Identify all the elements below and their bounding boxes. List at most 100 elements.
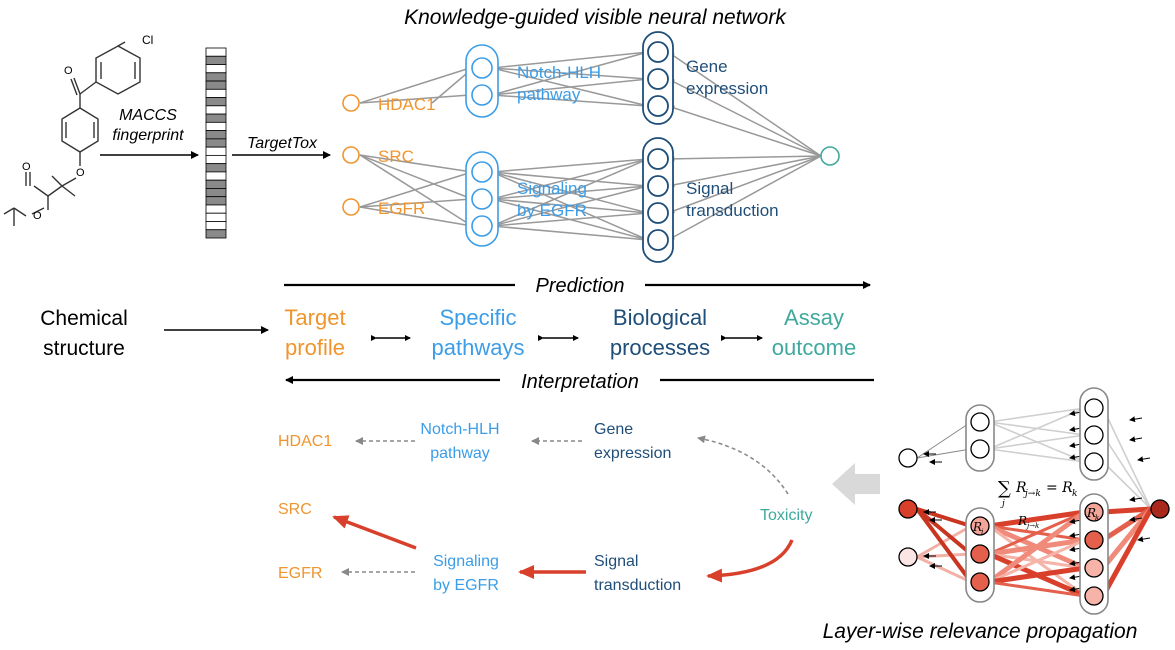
lrp-edge <box>988 580 1086 598</box>
network-edge <box>491 158 649 200</box>
fingerprint-bit <box>205 47 227 57</box>
network-edge <box>491 51 649 96</box>
pathway2-label-line2: by EGFR <box>517 201 587 220</box>
svg-text:j: j <box>1000 499 1005 509</box>
svg-text:= R: = R <box>1046 480 1073 496</box>
svg-text:j→k: j→k <box>1025 522 1039 530</box>
svg-text:j: j <box>979 528 984 536</box>
interp-src: SRC <box>278 501 312 518</box>
interp-gene-line2: expression <box>594 445 671 462</box>
pathway2-label-line1: Signaling <box>517 179 587 198</box>
fingerprint-bit <box>205 88 227 98</box>
lrp-edge <box>988 538 1086 584</box>
stage1-line2: profile <box>285 335 345 360</box>
interp-egfr: EGFR <box>278 565 322 582</box>
ester-oxygen-2: O <box>33 210 42 222</box>
lrp-edge <box>915 507 973 556</box>
lrp-arrow <box>1129 496 1143 503</box>
lrp-arrow <box>1129 436 1143 443</box>
lrp-edge <box>988 407 1086 423</box>
target-node-src <box>342 146 360 164</box>
lrp-edge <box>916 555 972 584</box>
target-node-egfr <box>342 198 360 216</box>
lrp-edge <box>988 407 1086 450</box>
fingerprint-bit <box>205 97 227 107</box>
process2-label-line1: Signal <box>686 179 733 198</box>
lrp-title: Layer-wise relevance propagation <box>823 620 1138 643</box>
fingerprint-bit <box>205 146 227 156</box>
pathway-capsule-notch <box>465 44 499 118</box>
interp-notch-line1: Notch-HLH <box>420 421 499 438</box>
lrp-edges <box>915 407 1154 599</box>
lrp-transfer-arrow <box>832 463 880 505</box>
stage2-line1: Specific <box>439 305 516 330</box>
prediction-label: Prediction <box>536 275 625 297</box>
network-edge <box>431 73 467 104</box>
output-node <box>820 146 840 166</box>
target-label-hdac1: HDAC1 <box>378 95 436 114</box>
lrp-rjk-label: R j→k <box>1017 514 1039 530</box>
input-label-line2: structure <box>43 337 125 360</box>
lrp-arrow <box>1129 416 1143 423</box>
fingerprint-bit <box>205 196 227 206</box>
network-edge <box>359 171 473 208</box>
lrp-edge <box>988 509 1086 529</box>
lrp-edge <box>1102 461 1152 510</box>
lrp-rj-label: R j <box>972 520 984 536</box>
fingerprint-bit <box>205 72 227 82</box>
fingerprint-bit <box>205 138 227 148</box>
input-label-line1: Chemical <box>40 307 128 330</box>
carbonyl-oxygen: O <box>64 65 73 77</box>
network-edge <box>491 94 649 107</box>
stage4-line1: Assay <box>784 305 844 330</box>
interp-signaling-line2: by EGFR <box>433 577 499 594</box>
target-label-egfr: EGFR <box>378 199 425 218</box>
interp-notch-line2: pathway <box>430 445 490 462</box>
lrp-edge <box>988 448 1086 463</box>
pathway1-label-line2: pathway <box>517 85 581 104</box>
lrp-arrow <box>1137 536 1151 543</box>
fingerprint-bit <box>205 105 227 115</box>
stage2-line2: pathways <box>432 335 525 360</box>
svg-text:R: R <box>1015 480 1027 496</box>
network-edge <box>667 155 822 160</box>
prediction-label-bg <box>515 270 645 298</box>
interp-gene-line1: Gene <box>594 421 633 438</box>
molecule-structure <box>3 41 141 226</box>
lrp-edge <box>1102 506 1152 515</box>
fingerprint-bit <box>205 212 227 222</box>
network-edge <box>491 78 649 96</box>
lrp-edge <box>916 421 972 459</box>
ester-oxygen-1: O <box>22 161 31 173</box>
network-title: Knowledge-guided visible neural network <box>404 6 787 29</box>
network-edge <box>491 212 649 227</box>
stage4-line2: outcome <box>772 335 856 360</box>
lrp-edge <box>915 507 973 584</box>
fingerprint-label-line2: fingerprint <box>112 127 184 144</box>
network-edge <box>359 154 473 200</box>
network-edge <box>667 51 822 157</box>
model-label: TargetTox <box>247 135 318 152</box>
network-edge <box>491 185 649 227</box>
interp-signal-line1: Signal <box>594 553 638 570</box>
lrp-edge <box>1102 407 1152 510</box>
fingerprint-bit <box>205 121 227 132</box>
fingerprint-bit <box>205 163 227 173</box>
pathway1-label-line1: Notch-HLH <box>517 63 601 82</box>
network-edge <box>667 155 822 187</box>
lrp-edge <box>1102 434 1152 510</box>
process-capsule-signal-transduction <box>642 137 674 263</box>
fingerprint-bit <box>205 64 227 74</box>
network-edge <box>359 198 473 208</box>
interp-toxicity: Toxicity <box>760 507 812 524</box>
lrp-edge <box>988 434 1086 450</box>
lrp-conservation-equation: ∑ j R j→k = R k <box>998 478 1077 509</box>
svg-text:R: R <box>972 520 982 534</box>
fingerprint-bit <box>205 113 227 123</box>
stage3-line1: Biological <box>613 305 707 330</box>
lrp-edge <box>988 565 1086 585</box>
interp-arrow-toxicity-signal <box>706 539 794 583</box>
network-edge <box>359 154 473 227</box>
stage3-line2: processes <box>610 335 710 360</box>
